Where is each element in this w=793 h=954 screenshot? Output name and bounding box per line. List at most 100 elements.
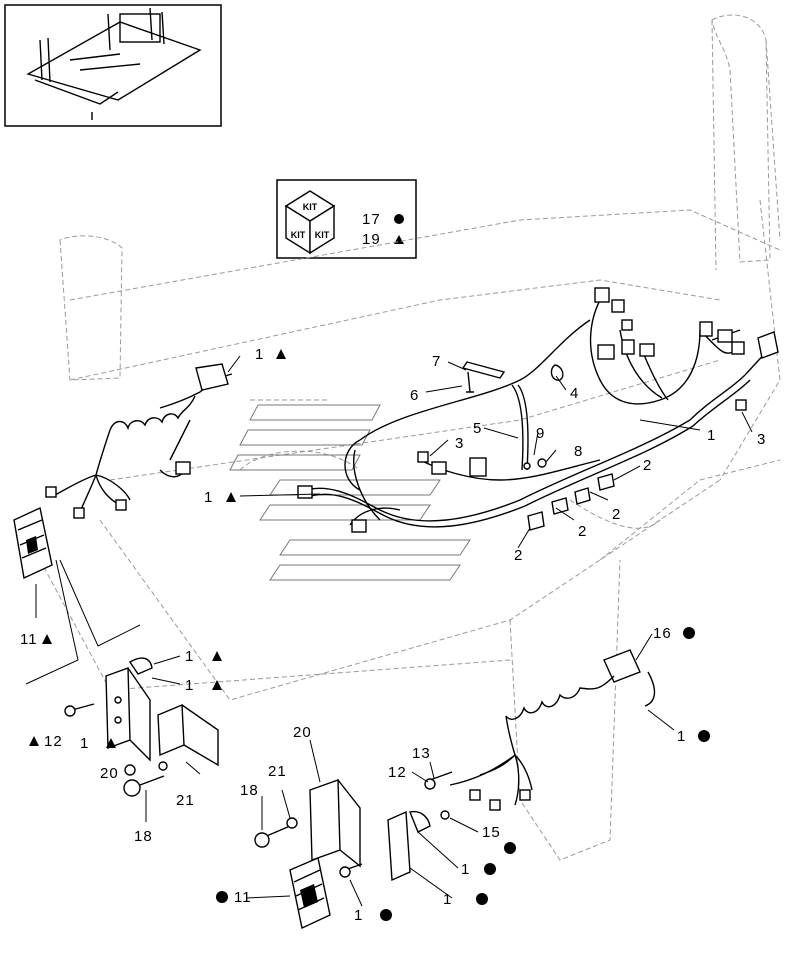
callout: 1 — [255, 346, 286, 363]
svg-text:1: 1 — [255, 346, 264, 363]
callout: 2 — [643, 457, 652, 474]
callout: 12 — [388, 764, 407, 781]
callout: 6 — [410, 387, 419, 404]
svg-text:20: 20 — [100, 765, 119, 782]
brand-stripes-background — [229, 404, 471, 581]
leader-lines — [25, 355, 753, 907]
triangle-marker-icon — [212, 680, 222, 690]
svg-text:2: 2 — [643, 457, 652, 474]
svg-text:2: 2 — [612, 506, 621, 523]
svg-text:1: 1 — [185, 677, 194, 694]
callout: 18 — [134, 828, 152, 845]
callout: 1 — [461, 861, 496, 878]
svg-text:1: 1 — [707, 427, 716, 444]
circle-marker-icon — [380, 909, 392, 921]
callout: 1 — [80, 735, 116, 752]
kit-row-number: 19 — [362, 231, 381, 248]
callout: 1 — [354, 907, 392, 924]
svg-text:1: 1 — [443, 891, 452, 908]
callout: 1 — [185, 648, 222, 665]
svg-text:1: 1 — [80, 735, 89, 752]
callout: 20 — [293, 724, 312, 741]
callout: 11 — [216, 889, 252, 906]
circle-marker-icon — [216, 891, 228, 903]
callout: 1 — [707, 427, 716, 444]
svg-text:4: 4 — [570, 385, 579, 402]
callout: 4 — [570, 385, 579, 402]
triangle-marker-icon — [42, 634, 52, 644]
callout: 5 — [473, 420, 481, 437]
callout: 8 — [574, 443, 583, 460]
callout: 13 — [412, 745, 431, 762]
callout: 2 — [514, 547, 523, 564]
circle-marker-icon — [476, 893, 488, 905]
left-bracket-assembly — [64, 657, 219, 797]
callout: 2 — [612, 506, 621, 523]
svg-text:1: 1 — [354, 907, 363, 924]
svg-text:12: 12 — [44, 733, 63, 750]
kit-row-number: 17 — [362, 211, 381, 228]
callout: 3 — [757, 431, 766, 448]
svg-text:20: 20 — [293, 724, 312, 741]
svg-text:1: 1 — [204, 489, 213, 506]
callout: 1 — [443, 891, 488, 908]
callout: 18 — [240, 782, 259, 799]
earth-strap — [461, 361, 564, 471]
callout: 15 — [482, 824, 516, 854]
left-light-harness — [45, 363, 233, 519]
kit-label-top: KIT — [303, 202, 318, 212]
callout: 9 — [536, 425, 545, 442]
callout: 12 — [29, 733, 63, 750]
svg-text:15: 15 — [482, 824, 501, 841]
circle-marker-icon — [683, 627, 695, 639]
svg-text:12: 12 — [388, 764, 407, 781]
kit-label-right: KIT — [315, 230, 330, 240]
triangle-marker-icon — [106, 738, 116, 748]
svg-text:2: 2 — [514, 547, 523, 564]
circle-marker-icon — [698, 730, 710, 742]
svg-text:1: 1 — [185, 648, 194, 665]
svg-text:18: 18 — [240, 782, 259, 799]
inset-thumbnail — [4, 4, 222, 127]
svg-text:1: 1 — [461, 861, 470, 878]
circle-marker-icon — [504, 842, 516, 854]
harness-clips — [527, 473, 615, 531]
callout: 16 — [653, 625, 695, 642]
right-light-harness — [449, 649, 656, 811]
callout: 21 — [176, 792, 195, 809]
svg-text:6: 6 — [410, 387, 419, 404]
kit-cube-icon: KIT KIT KIT — [284, 190, 336, 255]
svg-text:21: 21 — [176, 792, 195, 809]
callout: 1 — [677, 728, 710, 745]
svg-text:3: 3 — [455, 435, 464, 452]
right-tail-light — [289, 857, 331, 930]
circle-marker-icon — [394, 214, 404, 224]
svg-text:9: 9 — [536, 425, 545, 442]
left-tail-light — [13, 506, 53, 580]
kit-box: KIT KIT KIT 17 19 — [276, 179, 417, 259]
callout: 11 — [20, 631, 52, 648]
triangle-marker-icon — [212, 651, 222, 661]
svg-text:2: 2 — [578, 523, 587, 540]
triangle-marker-icon — [276, 349, 286, 359]
svg-text:3: 3 — [757, 431, 766, 448]
callout-labels: 1 1 1 2 2 2 2 3 3 4 5 6 7 8 9 11 1 1 12 … — [20, 346, 766, 924]
triangle-marker-icon — [29, 736, 39, 746]
right-bracket-assembly — [254, 771, 453, 882]
callout: 20 — [100, 765, 119, 782]
callout: 2 — [578, 523, 587, 540]
callout: 21 — [268, 763, 287, 780]
svg-text:13: 13 — [412, 745, 431, 762]
svg-text:21: 21 — [268, 763, 287, 780]
svg-text:1: 1 — [677, 728, 686, 745]
kit-label-left: KIT — [291, 230, 306, 240]
svg-text:8: 8 — [574, 443, 583, 460]
svg-text:16: 16 — [653, 625, 672, 642]
svg-text:11: 11 — [20, 631, 38, 648]
svg-text:11: 11 — [234, 889, 252, 906]
callout: 7 — [432, 353, 440, 370]
triangle-marker-icon — [226, 492, 236, 502]
tractor-frame-outline — [39, 14, 781, 861]
callout: 1 — [204, 489, 236, 506]
